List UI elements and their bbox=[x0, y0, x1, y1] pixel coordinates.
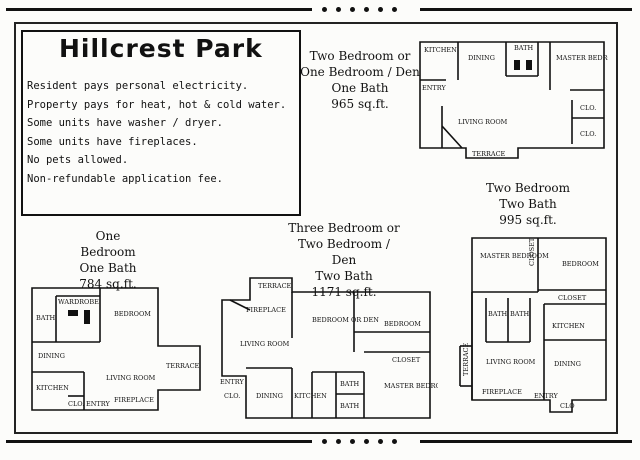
room-label: LIVING ROOM bbox=[458, 118, 508, 126]
room-label: MASTER BEDROOM bbox=[480, 252, 549, 260]
room-label: CLO. bbox=[224, 392, 240, 400]
feature-item: Resident pays personal electricity. bbox=[27, 80, 249, 92]
caption-line: Two Bath bbox=[499, 197, 557, 211]
floor-plan-one-bed: WARDROBE BATH BEDROOM DINING LIVING ROOM… bbox=[28, 286, 208, 414]
room-label: BEDROOM bbox=[562, 260, 599, 268]
feature-item: No pets allowed. bbox=[27, 154, 129, 166]
top-dots bbox=[322, 7, 397, 12]
room-label: LIVING ROOM bbox=[240, 340, 290, 348]
room-label: BEDROOM OR DEN bbox=[312, 316, 379, 324]
room-label: ENTRY bbox=[86, 400, 110, 408]
floor-plan-two-bed-two-bath: MASTER BEDROOM CLOSET BEDROOM CLOSET BAT… bbox=[456, 236, 612, 416]
room-label: TERRACE bbox=[166, 362, 200, 370]
feature-item: Some units have washer / dryer. bbox=[27, 117, 223, 129]
room-label: MASTER BEDROOM bbox=[384, 382, 438, 390]
outer-frame bbox=[14, 22, 618, 434]
caption-line: One Bath bbox=[331, 81, 389, 95]
caption-line: Two Bedroom or bbox=[309, 49, 411, 63]
unit-caption-one-bed: One Bedroom One Bath 784 sq.ft. bbox=[70, 228, 146, 292]
room-label: CLO. bbox=[580, 104, 596, 112]
room-label: CLO. bbox=[580, 130, 596, 138]
top-rule-right bbox=[420, 8, 632, 11]
feature-item: Property pays for heat, hot & cold water… bbox=[27, 98, 287, 111]
bottom-rule-right bbox=[420, 440, 632, 443]
room-label: BEDROOM bbox=[114, 310, 151, 318]
room-label: BEDROOM bbox=[384, 320, 421, 328]
room-label: LIVING ROOM bbox=[106, 374, 156, 382]
room-label: TERRACE bbox=[472, 150, 506, 158]
feature-item: Non-refundable application fee. bbox=[27, 172, 223, 185]
room-label: KITCHEN bbox=[552, 322, 585, 330]
room-label: KITCHEN bbox=[36, 384, 69, 392]
room-label: BATH bbox=[514, 44, 533, 52]
room-label: DINING bbox=[468, 54, 495, 62]
caption-size: 965 sq.ft. bbox=[331, 97, 389, 111]
room-label: LIVING ROOM bbox=[486, 358, 536, 366]
caption-size: 995 sq.ft. bbox=[499, 213, 557, 227]
room-label: CLO bbox=[560, 402, 575, 410]
room-label: ENTRY bbox=[534, 392, 558, 400]
room-label: DINING bbox=[38, 352, 65, 360]
caption-line: One Bath bbox=[79, 261, 137, 275]
top-rule bbox=[6, 8, 312, 11]
room-label: CLO. bbox=[68, 400, 84, 408]
unit-caption-three-bed: Three Bedroom or Two Bedroom / Den Two B… bbox=[286, 220, 402, 300]
room-label: FIREPLACE bbox=[482, 388, 522, 396]
floor-plan-three-bed: TERRACE FIREPLACE LIVING ROOM BEDROOM OR… bbox=[216, 276, 438, 422]
page-title: Hillcrest Park bbox=[59, 34, 263, 63]
room-label: BATH bbox=[488, 310, 507, 318]
floor-plan-two-bed-den: KITCHEN DINING BATH MASTER BEDROOM ENTRY… bbox=[418, 40, 608, 170]
caption-line: One Bedroom bbox=[80, 229, 136, 259]
feature-item: Some units have fireplaces. bbox=[27, 135, 198, 148]
room-label: BATH bbox=[36, 314, 55, 322]
feature-list: Resident pays personal electricity. Prop… bbox=[27, 77, 286, 188]
room-label: FIREPLACE bbox=[114, 396, 154, 404]
room-label: FIREPLACE bbox=[246, 306, 286, 314]
room-label: TERRACE bbox=[462, 342, 470, 376]
room-label: TERRACE bbox=[258, 282, 292, 290]
room-label: CLOSET bbox=[558, 294, 587, 302]
room-label: DINING bbox=[554, 360, 581, 368]
room-label: CLOSET bbox=[392, 356, 421, 364]
caption-line: Two Bath bbox=[315, 269, 373, 283]
bottom-dots bbox=[322, 439, 397, 444]
caption-line: Two Bedroom bbox=[485, 181, 571, 195]
room-label: BATH bbox=[340, 380, 359, 388]
caption-line: One Bedroom / Den bbox=[300, 65, 420, 79]
room-label: KITCHEN bbox=[424, 46, 457, 54]
unit-caption-two-bed-den: Two Bedroom or One Bedroom / Den One Bat… bbox=[300, 48, 420, 112]
room-label: MASTER BEDROOM bbox=[556, 54, 608, 62]
room-label: WARDROBE bbox=[58, 298, 99, 306]
caption-line: Three Bedroom or bbox=[288, 221, 400, 235]
caption-line: Two Bedroom / Den bbox=[298, 237, 390, 267]
room-label: ENTRY bbox=[220, 378, 244, 386]
room-label: ENTRY bbox=[422, 84, 446, 92]
bottom-rule bbox=[6, 440, 312, 443]
unit-caption-two-bed-two-bath: Two Bedroom Two Bath 995 sq.ft. bbox=[480, 180, 576, 228]
room-label: KITCHEN bbox=[294, 392, 327, 400]
room-label: DINING bbox=[256, 392, 283, 400]
room-label: BATH bbox=[340, 402, 359, 410]
room-label: CLOSET bbox=[528, 237, 536, 266]
info-box: Hillcrest Park Resident pays personal el… bbox=[21, 30, 301, 216]
room-label: BATH bbox=[510, 310, 529, 318]
